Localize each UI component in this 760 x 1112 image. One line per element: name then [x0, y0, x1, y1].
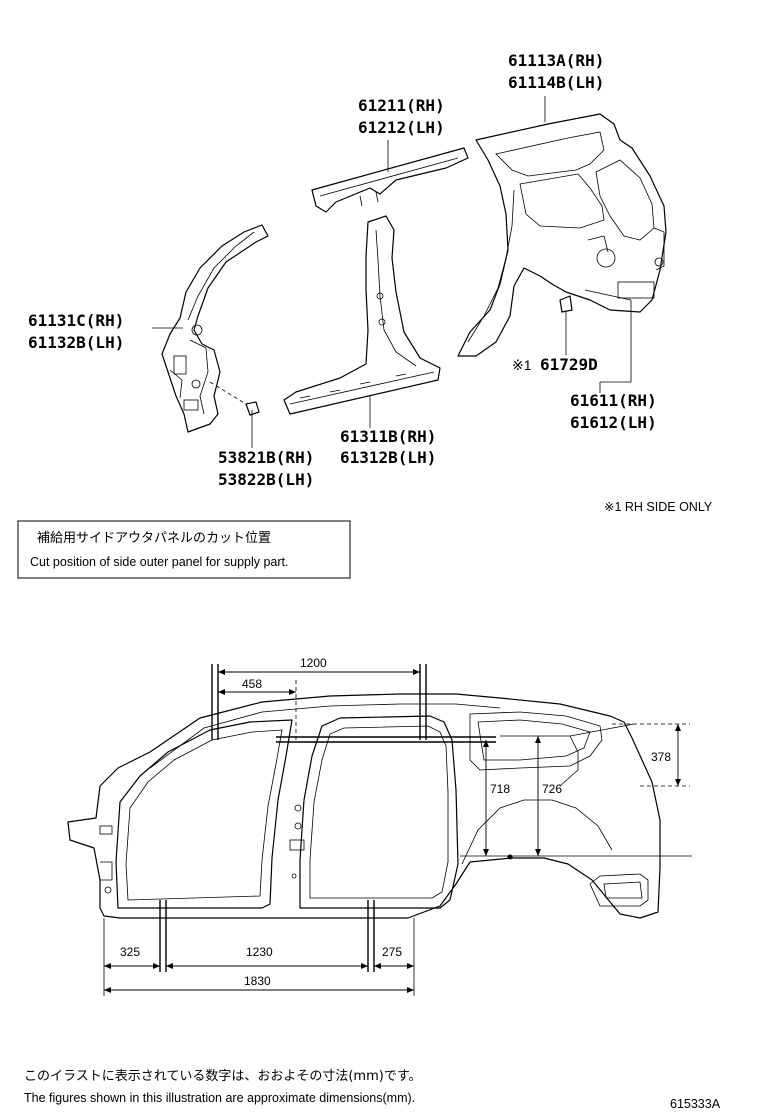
- label-center-pillar-lh: 61312B(LH): [340, 448, 436, 467]
- dimension-lines: [103, 669, 692, 996]
- label-clip-marker: ※1: [512, 357, 532, 373]
- footer-note-en: The figures shown in this illustration a…: [24, 1091, 415, 1105]
- front-pillar-part: [161, 224, 269, 433]
- label-roof-rail-rh: 61211(RH): [358, 96, 445, 115]
- label-roof-side-rh: 61113A(RH): [508, 51, 604, 70]
- label-clip: 61729D: [540, 355, 598, 374]
- bracket-part: [209, 381, 260, 416]
- cut-position-title-jp: 補給用サイドアウタパネルのカット位置: [37, 531, 271, 546]
- dim-325: 325: [120, 945, 140, 959]
- label-quarter-panel-rh: 61611(RH): [570, 391, 657, 410]
- cut-position-title-en: Cut position of side outer panel for sup…: [30, 555, 288, 569]
- dim-1200: 1200: [300, 656, 327, 670]
- center-pillar-part: [283, 215, 441, 415]
- leader-lines: [152, 96, 632, 448]
- dim-726: 726: [542, 782, 562, 796]
- footnote-rh-side-only: ※1 RH SIDE ONLY: [604, 500, 713, 514]
- dim-458: 458: [242, 677, 262, 691]
- side-outer-panel: [67, 693, 661, 919]
- dim-718: 718: [490, 782, 510, 796]
- label-center-pillar-rh: 61311B(RH): [340, 427, 436, 446]
- footer-note-jp: このイラストに表示されている数字は、おおよその寸法(mm)です。: [24, 1069, 422, 1084]
- label-front-pillar-lh: 61132B(LH): [28, 333, 124, 352]
- label-roof-side-lh: 61114B(LH): [508, 73, 604, 92]
- label-roof-rail-lh: 61212(LH): [358, 118, 445, 137]
- cut-position-box: [17, 520, 351, 579]
- label-quarter-panel-lh: 61612(LH): [570, 413, 657, 432]
- clip-part: [559, 295, 573, 313]
- dim-1230: 1230: [246, 945, 273, 959]
- dim-378: 378: [651, 750, 671, 764]
- quarter-panel-part: [457, 113, 667, 357]
- label-front-pillar-rh: 61131C(RH): [28, 311, 124, 330]
- dim-1830: 1830: [244, 974, 271, 988]
- roof-rail-part: [311, 147, 469, 213]
- label-bracket-rh: 53821B(RH): [218, 448, 314, 467]
- cut-lines: [159, 664, 496, 972]
- illustration-code: 615333A: [670, 1097, 721, 1111]
- label-bracket-lh: 53822B(LH): [218, 470, 314, 489]
- dim-275: 275: [382, 945, 402, 959]
